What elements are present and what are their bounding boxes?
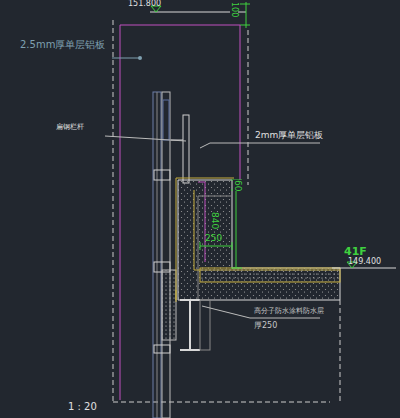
dimension: 250 xyxy=(205,234,222,243)
material-note: 2mm厚单层铝板 xyxy=(255,131,323,140)
material-note: 高分子防水涂料防水层 xyxy=(254,308,324,315)
elevation-value: 151.800 xyxy=(128,0,161,8)
material-note: 2.5mm厚单层铝板 xyxy=(20,40,105,50)
scale-label: 1 : 20 xyxy=(68,402,97,412)
floor-label: 41F xyxy=(344,246,367,257)
elevation-value: 149.400 xyxy=(348,258,381,266)
dimension: 60 xyxy=(233,180,242,191)
material-note: 厚250 xyxy=(254,322,277,330)
dimension: 100 xyxy=(230,2,238,17)
part-name: 扁钢栏杆 xyxy=(56,124,84,131)
dimension: 840 xyxy=(210,212,219,229)
